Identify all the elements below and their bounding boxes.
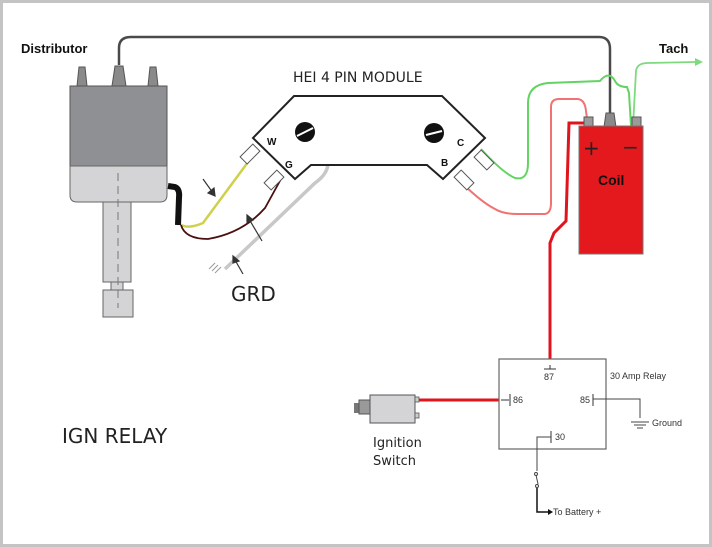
tach-wire [632, 61, 696, 127]
fuse-icon [534, 472, 539, 488]
relay-pin-87: 87 [544, 372, 554, 382]
brown-wire-g [180, 178, 282, 240]
module-screw-left-icon [295, 122, 315, 142]
ignition-switch [354, 394, 420, 424]
red-wire-87-to-coil [548, 121, 587, 365]
distributor-lead [167, 183, 183, 226]
yellow-wire-w [180, 157, 253, 228]
pin-connector-w [239, 143, 261, 165]
pin-connector-g [263, 169, 285, 191]
pin-label-w: W [267, 137, 277, 148]
diagram-canvas: Distributor HEI 4 PIN MODULE W G B C + −… [21, 35, 703, 517]
pin-connector-b [453, 169, 475, 191]
tach-arrow-icon [695, 58, 703, 66]
coil-minus-label: − [622, 135, 639, 159]
ht-lead-wire [117, 35, 612, 115]
ign-relay-label: IGN RELAY [62, 424, 168, 448]
distributor-terminal-right [147, 66, 159, 87]
green-wire-c-to-coil [480, 74, 632, 180]
module-screw-right-icon [424, 123, 444, 143]
pin-label-b: B [441, 158, 448, 169]
ignition-switch-label-line1: Ignition [373, 436, 422, 451]
pink-wire-b-to-coil [464, 98, 589, 215]
relay-pin-86: 86 [513, 395, 523, 405]
ground-label: Ground [652, 418, 682, 428]
module-title: HEI 4 PIN MODULE [293, 70, 423, 86]
relay-pin-30: 30 [555, 432, 565, 442]
tach-label: Tach [659, 41, 688, 56]
coil-label: Coil [598, 172, 624, 188]
battery-arrow-icon [548, 509, 553, 515]
ignition-coil [578, 112, 644, 255]
grd-label: GRD [231, 282, 276, 306]
relay-pin-85: 85 [580, 395, 590, 405]
distributor-label: Distributor [21, 41, 87, 56]
relay [498, 358, 649, 515]
ground-symbol-icon [631, 421, 649, 429]
coil-plus-label: + [583, 136, 600, 160]
distributor-terminal-center [111, 65, 127, 87]
pointer-arrows [202, 178, 263, 275]
ignition-switch-label-line2: Switch [373, 454, 416, 469]
to-battery-label: To Battery + [553, 507, 601, 517]
hei-module [239, 95, 495, 191]
distributor-terminal-left [76, 66, 88, 87]
relay-title: 30 Amp Relay [610, 371, 667, 381]
pin-label-c: C [457, 138, 464, 149]
pin-connector-c [473, 149, 495, 171]
ground-hatch-icon [208, 262, 222, 274]
pin-label-g: G [285, 160, 293, 171]
distributor [69, 65, 168, 318]
